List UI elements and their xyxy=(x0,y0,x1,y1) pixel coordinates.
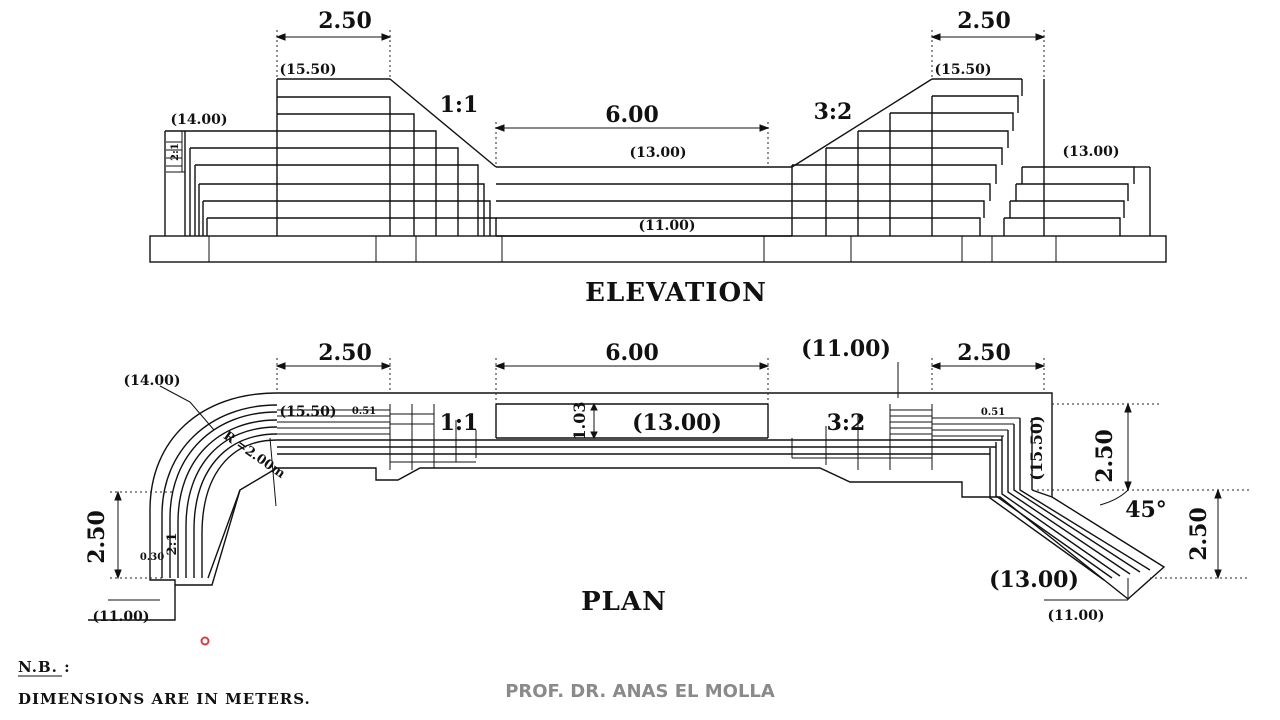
plan-step-right: 0.51 xyxy=(981,407,1005,418)
plan-level-left-bottom: (11.00) xyxy=(92,609,149,625)
elev-level-right-top: (15.50) xyxy=(934,62,991,78)
plan-dim-small: 0.30 xyxy=(140,552,164,563)
plan-drawing xyxy=(88,358,1250,621)
elev-slope-side: 2:1 xyxy=(170,143,181,161)
elev-level-left-side: (14.00) xyxy=(170,112,227,128)
plan-dim-left-vertical: 2.50 xyxy=(84,510,110,564)
elev-level-right-side: (13.00) xyxy=(1062,144,1119,160)
plan-dim-right: 2.50 xyxy=(957,340,1011,366)
plan-dim-center-depth: 1.03 xyxy=(570,402,589,441)
plan-level-center: (13.00) xyxy=(632,410,722,436)
elev-level-center-top: (13.00) xyxy=(629,145,686,161)
plan-dim-center: 6.00 xyxy=(605,340,659,366)
elev-slope-right: 3:2 xyxy=(814,99,853,125)
author-credit: PROF. DR. ANAS EL MOLLA xyxy=(505,681,775,702)
plan-dim-left: 2.50 xyxy=(318,340,372,366)
plan-slope-side: 2:1 xyxy=(165,533,180,556)
plan-dim-right-offset-1: 2.50 xyxy=(1092,429,1118,483)
plan-title: PLAN xyxy=(581,587,667,617)
elev-slope-left: 1:1 xyxy=(440,92,479,118)
plan-angle: 45° xyxy=(1125,497,1167,523)
plan-level-left-top: (15.50) xyxy=(279,404,336,420)
elev-dim-center: 6.00 xyxy=(605,102,659,128)
plan-level-top-right: (11.00) xyxy=(801,336,891,362)
elev-level-center-bottom: (11.00) xyxy=(638,218,695,234)
cursor-marker xyxy=(200,636,210,646)
notes-heading: N.B. : xyxy=(18,658,71,676)
elevation-title: ELEVATION xyxy=(585,278,767,308)
plan-level-right-lower: (13.00) xyxy=(989,567,1079,593)
plan-slope-left: 1:1 xyxy=(440,410,479,436)
plan-slope-right: 3:2 xyxy=(827,410,866,436)
elev-dim-left: 2.50 xyxy=(318,8,372,34)
elev-level-left-top: (15.50) xyxy=(279,62,336,78)
notes-text: DIMENSIONS ARE IN METERS. xyxy=(18,690,311,708)
elev-dim-right: 2.50 xyxy=(957,8,1011,34)
plan-dim-right-offset-2: 2.50 xyxy=(1186,507,1212,561)
plan-level-left-outer: (14.00) xyxy=(123,373,180,389)
plan-level-right-side: (15.50) xyxy=(1027,415,1046,480)
plan-step-left: 0.51 xyxy=(352,406,376,417)
elevation-drawing xyxy=(149,30,1167,263)
plan-level-right-bottom: (11.00) xyxy=(1047,608,1104,624)
